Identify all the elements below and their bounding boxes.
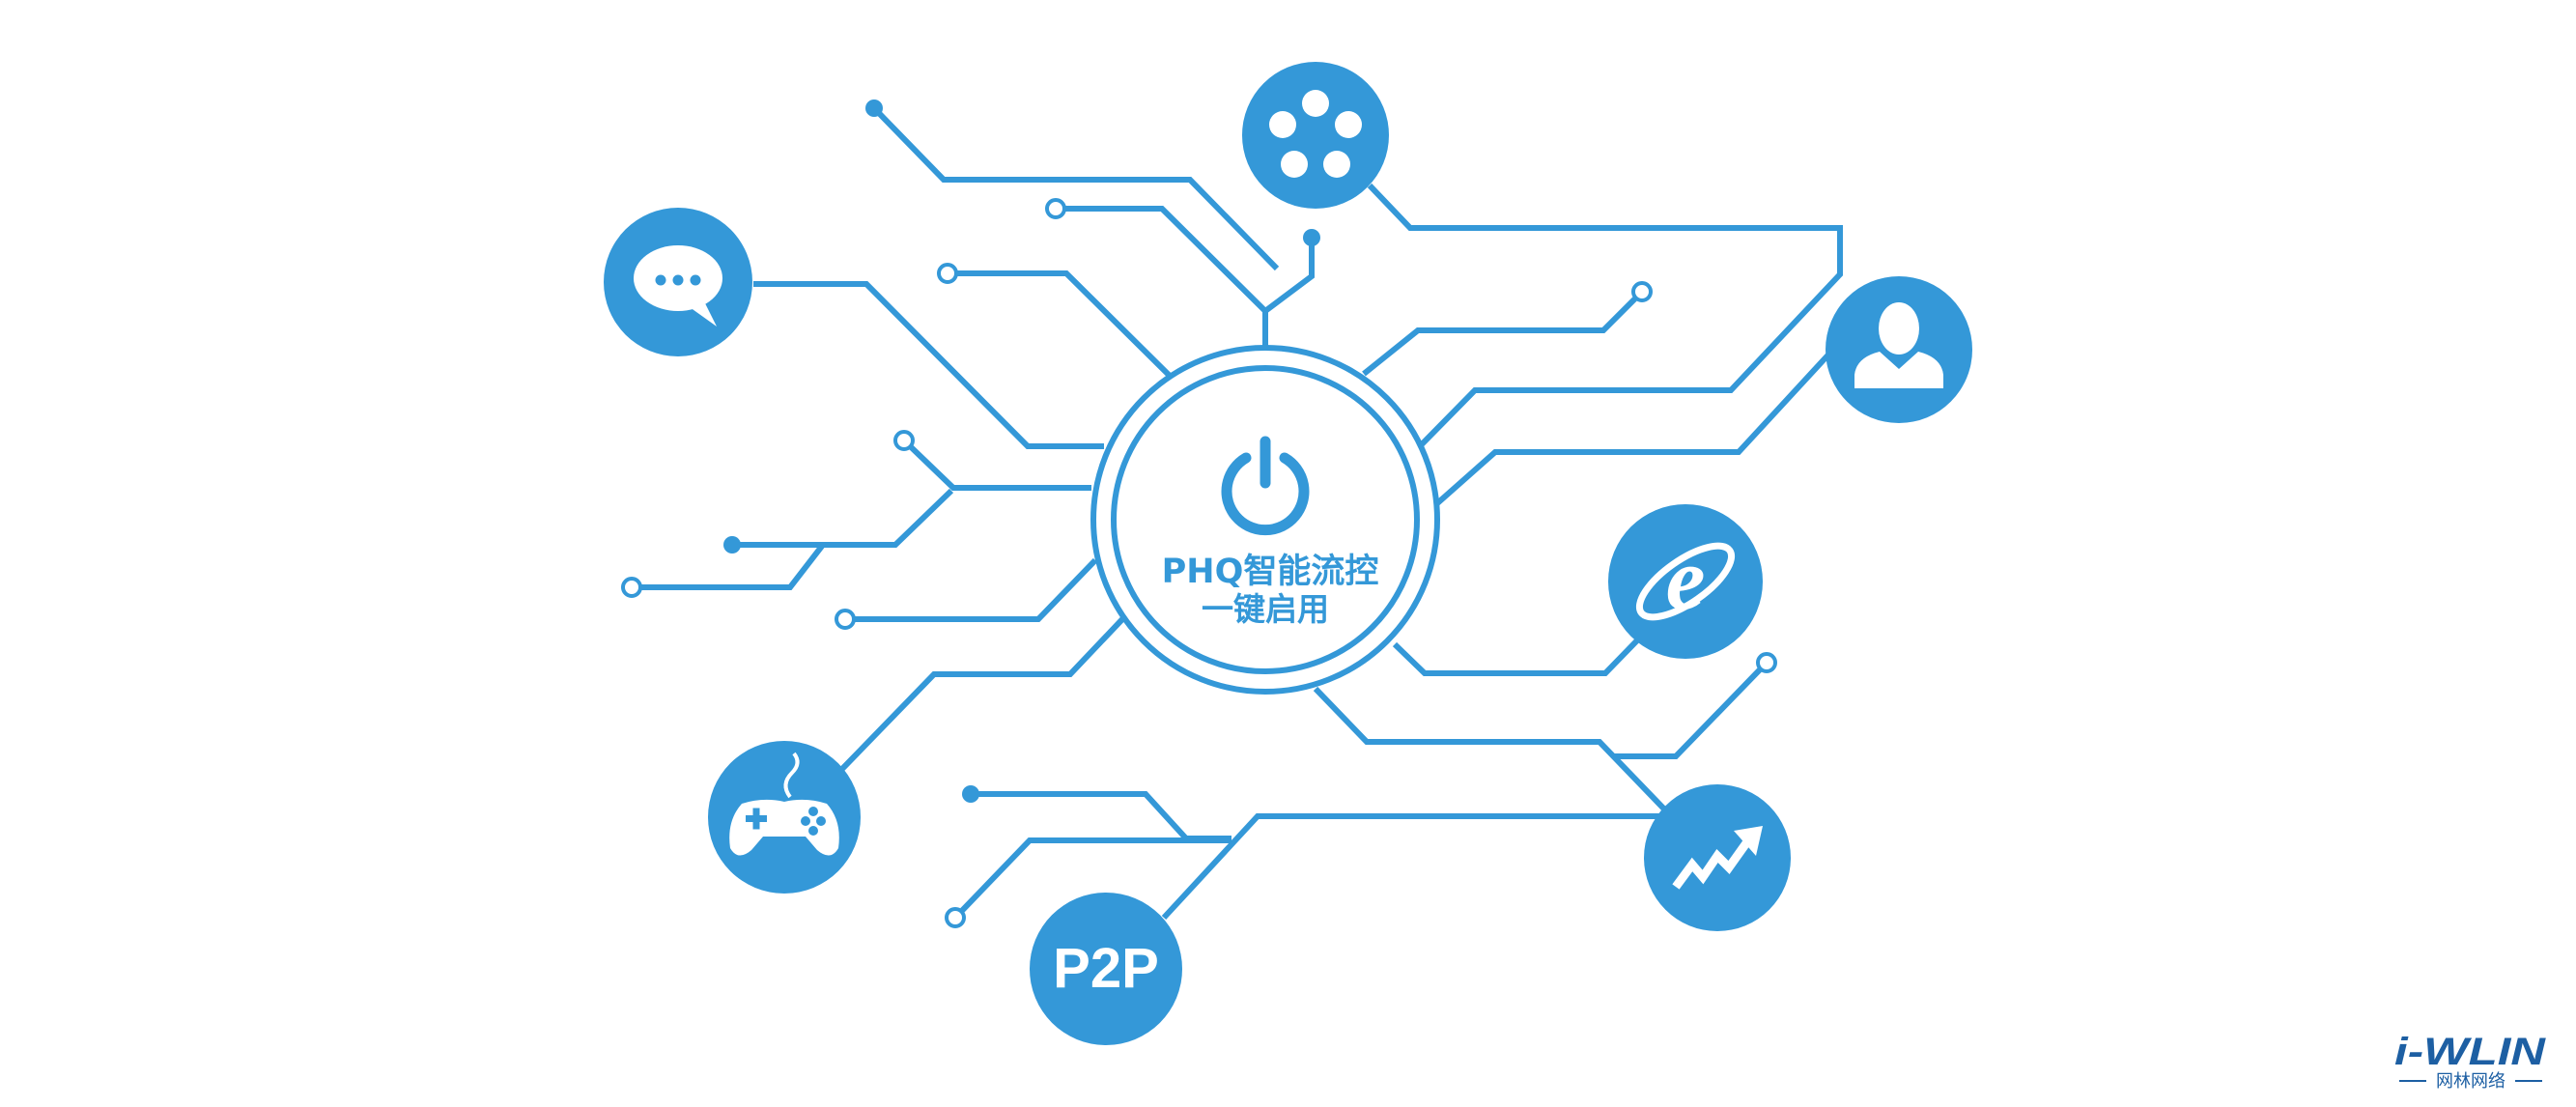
center-hub[interactable]: PHQ智能流控 一键启用 (1090, 345, 1440, 695)
game-node[interactable] (708, 741, 861, 894)
internet-explorer-icon: e (1635, 529, 1736, 628)
solid-dot (865, 99, 883, 117)
logo-mark: i-WLIN (2394, 1031, 2546, 1073)
power-icon (1221, 436, 1310, 536)
solid-dot (723, 536, 741, 554)
browser-node[interactable]: e (1608, 504, 1763, 659)
brand-logo: i-WLIN 网林网络 (2394, 1031, 2546, 1092)
hollow-dot (945, 907, 966, 928)
hollow-dot (835, 609, 856, 630)
center-subtitle: 一键启用 (1202, 590, 1329, 628)
video-node[interactable] (1242, 62, 1389, 209)
hollow-dot (937, 263, 958, 284)
p2p-label: P2P (1053, 937, 1159, 1000)
hollow-dot (1631, 281, 1653, 302)
trend-arrow-icon (1672, 826, 1763, 890)
endpoint-dots (621, 99, 1777, 928)
solid-dot (1303, 229, 1320, 246)
hollow-dot (1756, 652, 1777, 673)
logo-subtitle: 网林网络 (2436, 1071, 2505, 1092)
hollow-dot (1045, 198, 1066, 219)
stocks-node[interactable] (1644, 784, 1791, 931)
circuit-lines (632, 105, 1843, 921)
p2p-node[interactable]: P2P (1030, 893, 1182, 1045)
film-reel-icon (1269, 90, 1362, 178)
solid-dot (962, 785, 979, 803)
chat-node[interactable] (604, 208, 752, 356)
center-title: PHQ智能流控 (1162, 553, 1379, 591)
hollow-dot (621, 577, 642, 598)
user-icon (1854, 302, 1943, 388)
hollow-dot (893, 430, 915, 451)
user-node[interactable] (1826, 276, 1972, 423)
gamepad-icon (729, 752, 839, 856)
chat-bubble-icon (634, 245, 722, 326)
